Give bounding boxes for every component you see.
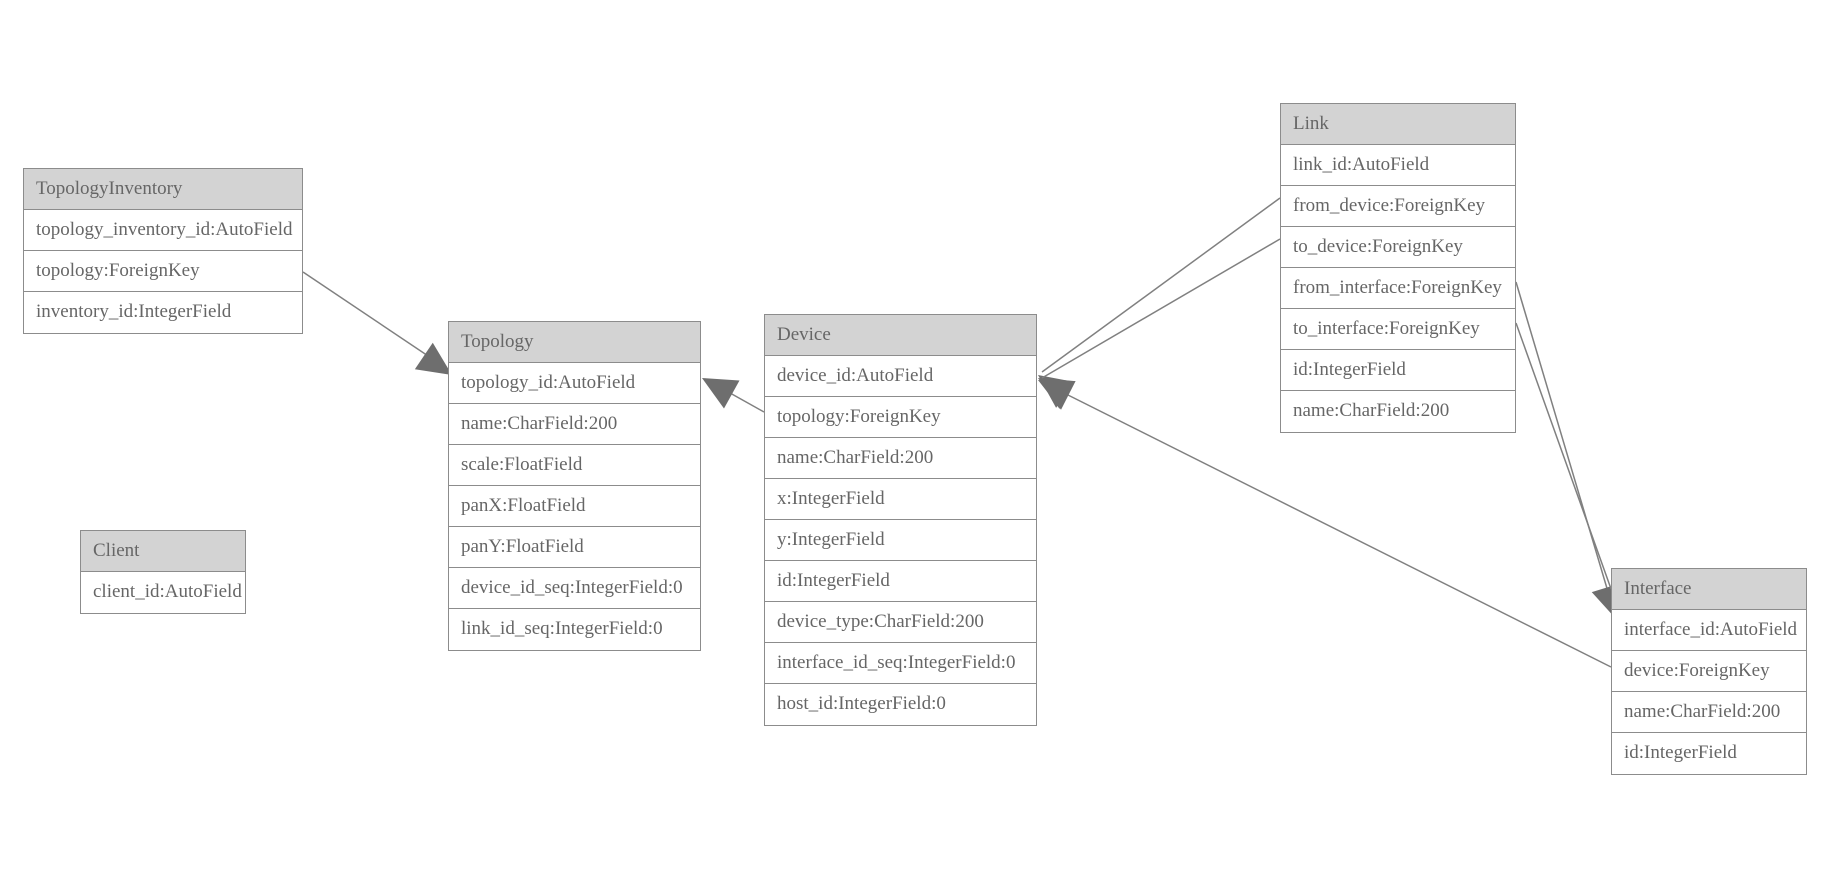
entity-field: device_id_seq:IntegerField:0 <box>449 568 700 609</box>
entity-field: name:CharField:200 <box>449 404 700 445</box>
entity-title-device: Device <box>765 315 1036 356</box>
entity-field: id:IntegerField <box>1612 733 1806 774</box>
relationship-line <box>1041 197 1281 373</box>
entity-field: from_interface:ForeignKey <box>1281 268 1515 309</box>
entity-field: interface_id_seq:IntegerField:0 <box>765 643 1036 684</box>
relationship-arrowhead <box>702 378 740 409</box>
entity-field: panX:FloatField <box>449 486 700 527</box>
rel-link-from-device <box>1038 197 1281 408</box>
rel-device-topology <box>702 378 765 413</box>
entity-field: to_interface:ForeignKey <box>1281 309 1515 350</box>
entity-title-topology_inventory: TopologyInventory <box>24 169 302 210</box>
entity-field: y:IntegerField <box>765 520 1036 561</box>
entity-field: device_type:CharField:200 <box>765 602 1036 643</box>
entity-field: name:CharField:200 <box>765 438 1036 479</box>
entity-field: id:IntegerField <box>1281 350 1515 391</box>
entity-field: id:IntegerField <box>765 561 1036 602</box>
entity-field: topology_id:AutoField <box>449 363 700 404</box>
entity-field: topology_inventory_id:AutoField <box>24 210 302 251</box>
entity-field: panY:FloatField <box>449 527 700 568</box>
entity-field: device_id:AutoField <box>765 356 1036 397</box>
relationship-line <box>704 378 765 413</box>
relationship-line <box>1515 281 1615 613</box>
entity-field: topology:ForeignKey <box>765 397 1036 438</box>
entity-field: x:IntegerField <box>765 479 1036 520</box>
entity-field: host_id:IntegerField:0 <box>765 684 1036 725</box>
relationship-line <box>1041 238 1281 379</box>
entity-field: topology:ForeignKey <box>24 251 302 292</box>
entity-field: device:ForeignKey <box>1612 651 1806 692</box>
entity-field: link_id:AutoField <box>1281 145 1515 186</box>
entity-field: interface_id:AutoField <box>1612 610 1806 651</box>
relationship-line <box>1515 322 1621 615</box>
entity-field: name:CharField:200 <box>1281 391 1515 432</box>
entity-field: link_id_seq:IntegerField:0 <box>449 609 700 650</box>
entity-title-topology: Topology <box>449 322 700 363</box>
entity-title-link: Link <box>1281 104 1515 145</box>
entity-field: to_device:ForeignKey <box>1281 227 1515 268</box>
entity-title-interface: Interface <box>1612 569 1806 610</box>
entity-field: client_id:AutoField <box>81 572 245 613</box>
entity-field: inventory_id:IntegerField <box>24 292 302 333</box>
entity-field: from_device:ForeignKey <box>1281 186 1515 227</box>
relationship-arrowhead <box>1038 380 1076 410</box>
entity-field: name:CharField:200 <box>1612 692 1806 733</box>
entity-title-client: Client <box>81 531 245 572</box>
rel-link-to-device <box>1038 238 1281 409</box>
relationship-line <box>302 271 453 373</box>
rel-topologyinventory-topology <box>302 271 453 375</box>
entity-field: scale:FloatField <box>449 445 700 486</box>
